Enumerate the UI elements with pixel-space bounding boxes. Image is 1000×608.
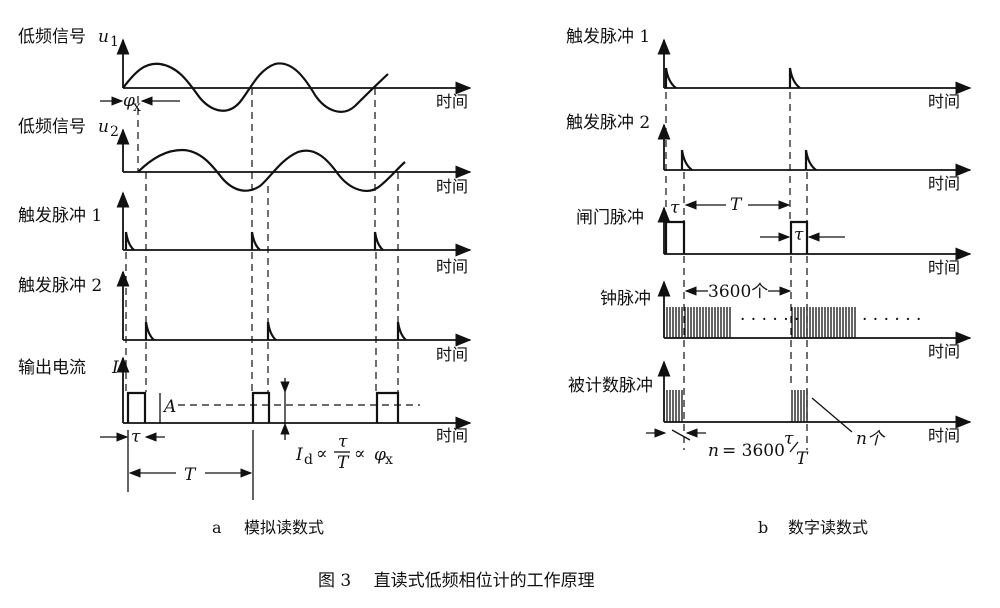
phi-symbol: φ — [123, 91, 135, 111]
b-trig1-label: 触发脉冲 1 — [566, 27, 650, 47]
a-tau-symbol: τ — [131, 427, 141, 447]
formula-num: τ — [784, 429, 794, 449]
clock-dots-2: · · · · · · — [862, 310, 921, 330]
gate-label: 闸门脉冲 — [576, 208, 644, 228]
clock-dots-1: · · · · · · — [740, 310, 799, 330]
n-count-leader — [811, 397, 853, 433]
out-time-label: 时间 — [436, 426, 468, 445]
a-trig2-pulse-1 — [144, 321, 155, 341]
b-T-symbol: T — [730, 195, 743, 215]
u1-time-label: 时间 — [436, 92, 468, 111]
counted-pulse-train — [666, 390, 808, 422]
a-trig1-pulse-3 — [373, 231, 384, 251]
out-pulse-2 — [251, 391, 271, 423]
counted-label: 被计数脉冲 — [568, 376, 653, 396]
gate-time-label: 时间 — [928, 258, 960, 277]
gate-pulse-1 — [664, 220, 686, 254]
panel-b: 触发脉冲 1 时间 触发脉冲 2 时间 闸门脉冲 τ T τ 时间 钟脉冲 36… — [566, 27, 972, 537]
b-trig1-pulse-2 — [788, 67, 801, 89]
clock-time-label: 时间 — [928, 342, 960, 361]
u2-sine-wave — [137, 148, 406, 192]
counted-time-label: 时间 — [928, 426, 960, 445]
a-trig1-label: 触发脉冲 1 — [18, 206, 102, 226]
out-pulse-3 — [375, 391, 400, 423]
n-leader — [671, 429, 691, 441]
b-trig2-time-label: 时间 — [928, 174, 960, 193]
u1-label: 低频信号 — [18, 27, 86, 47]
a-trig2-label: 触发脉冲 2 — [18, 276, 102, 296]
formula-phi: φ — [374, 445, 386, 465]
u2-time-label: 时间 — [436, 177, 468, 196]
frac-den: T — [337, 453, 350, 473]
formula-den: T — [796, 449, 809, 469]
Id-symbol: I — [295, 445, 303, 465]
b-trig2-pulse-2 — [804, 149, 817, 171]
caption-a-letter: a — [212, 518, 222, 537]
caption-a: 模拟读数式 — [244, 518, 324, 537]
A-symbol: A — [162, 397, 176, 417]
count-3600: 3600个 — [708, 282, 768, 302]
a-trig2-pulse-3 — [396, 321, 407, 341]
clock-label: 钟脉冲 — [600, 289, 651, 309]
u2-subscript: 2 — [110, 124, 119, 140]
a-trig2-pulse-2 — [266, 321, 277, 341]
figure-caption: 图 3 直读式低频相位计的工作原理 — [318, 571, 595, 591]
a-trig1-pulse-2 — [250, 231, 261, 251]
phi-subscript: x — [133, 99, 141, 115]
clock-pulse-train — [666, 307, 856, 338]
b-tau-top: τ — [670, 198, 680, 218]
formula-slash — [789, 441, 799, 453]
a-trig2-time-label: 时间 — [436, 345, 468, 364]
u2-label: 低频信号 — [18, 117, 86, 137]
u2-symbol: u — [98, 117, 109, 137]
Id-subscript: d — [304, 452, 313, 468]
b-trig1-time-label: 时间 — [928, 92, 960, 111]
b-trig2-pulse-1 — [680, 149, 693, 171]
u1-sine-wave — [122, 62, 389, 113]
n-count: n个 — [856, 429, 886, 449]
u1-subscript: 1 — [110, 34, 119, 50]
u1-symbol: u — [98, 27, 109, 47]
a-trig1-time-label: 时间 — [436, 257, 468, 276]
frac-num: τ — [338, 432, 348, 452]
b-tau-mid: τ — [794, 225, 804, 245]
propto-2: ∝ — [354, 444, 366, 464]
panel-a: 低频信号 u 1 时间 φ x 低频信号 u 2 时间 触发脉冲 1 时间 触发… — [18, 27, 472, 537]
out-symbol: I — [111, 358, 119, 378]
b-trig2-label: 触发脉冲 2 — [566, 113, 650, 133]
out-label: 输出电流 — [18, 358, 86, 378]
b-trig1-pulse-1 — [664, 67, 677, 89]
formula-n: n — [708, 441, 719, 461]
caption-b: 数字读数式 — [788, 518, 868, 537]
gate-pulse-2 — [789, 220, 809, 254]
formula-phi-sub: x — [385, 452, 393, 468]
T-symbol: T — [184, 465, 197, 485]
caption-b-letter: b — [758, 518, 768, 537]
propto-1: ∝ — [316, 444, 328, 464]
formula-eq: = 3600 — [722, 441, 785, 461]
a-trig1-pulse-1 — [124, 231, 135, 251]
out-pulse-1 — [126, 391, 147, 423]
